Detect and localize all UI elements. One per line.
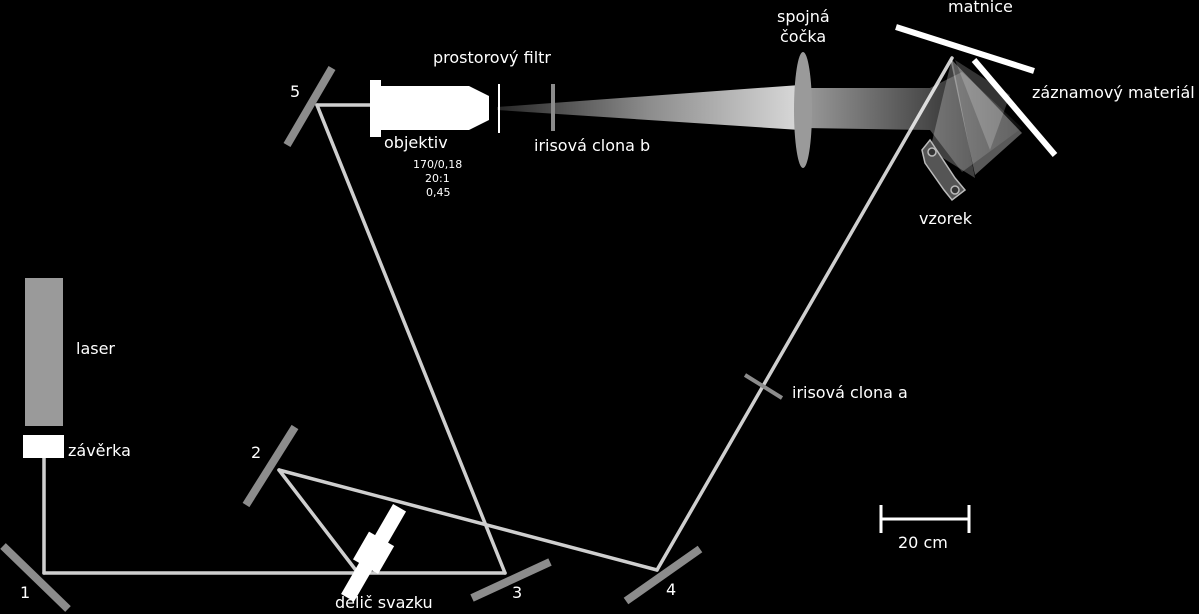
converging-lens-label-2: čočka (780, 27, 826, 46)
mirror-2-number: 2 (251, 443, 261, 462)
mirrors (0, 65, 703, 612)
scale-bar (879, 505, 971, 533)
mirror-1 (0, 543, 71, 612)
objective (370, 80, 489, 137)
converging-lens-label-1: spojná (777, 7, 830, 26)
expanding-beam-cone (497, 85, 800, 130)
reflected-light-2 (930, 58, 975, 178)
spatial-filter-label: prostorový filtr (433, 48, 551, 67)
beam-mirror-3-to-mirror-5 (315, 103, 507, 575)
shutter-label: závěrka (68, 441, 131, 460)
ground-glass (895, 24, 1035, 74)
iris-b-label: irisová clona b (534, 136, 650, 155)
sample-car-model (921, 138, 967, 202)
beam-mirror-4-to-ground-glass (655, 56, 954, 572)
mirror-4-number: 4 (666, 580, 676, 599)
beam-paths (42, 56, 954, 575)
objective-spec-3: 0,45 (426, 186, 451, 199)
beam-splitter-label: dělič svazku (335, 593, 433, 612)
ground-glass-label: matnice (948, 0, 1013, 16)
mirror-1-number: 1 (20, 583, 30, 602)
laser-body (25, 278, 63, 426)
iris-a-label: irisová clona a (792, 383, 908, 402)
shutter (23, 435, 64, 458)
mirror-5 (283, 65, 336, 148)
mirror-3-number: 3 (512, 583, 522, 602)
iris-a (743, 373, 784, 400)
mirror-3 (470, 558, 552, 602)
beam-splitter (341, 503, 407, 602)
beam-splitter-to-mirror-2 (277, 468, 360, 575)
reflected-light-3 (955, 60, 1010, 150)
mirror-5-number: 5 (290, 82, 300, 101)
collimated-beam (805, 72, 1022, 172)
mirror-4 (623, 545, 703, 605)
laser-label: laser (76, 339, 115, 358)
beam-mirror-2-to-mirror-4 (277, 468, 659, 572)
scale-bar-label: 20 cm (898, 533, 948, 552)
objective-spec-1: 170/0,18 (413, 158, 462, 171)
converging-lens (794, 52, 812, 168)
objective-label: objektiv (384, 133, 448, 152)
objective-spec-2: 20:1 (425, 172, 450, 185)
recording-material (971, 58, 1058, 157)
reflected-light-1 (950, 58, 1022, 175)
mirror-2 (242, 424, 299, 508)
sample-label: vzorek (919, 209, 973, 228)
recording-material-label: záznamový materiál (1032, 83, 1195, 102)
